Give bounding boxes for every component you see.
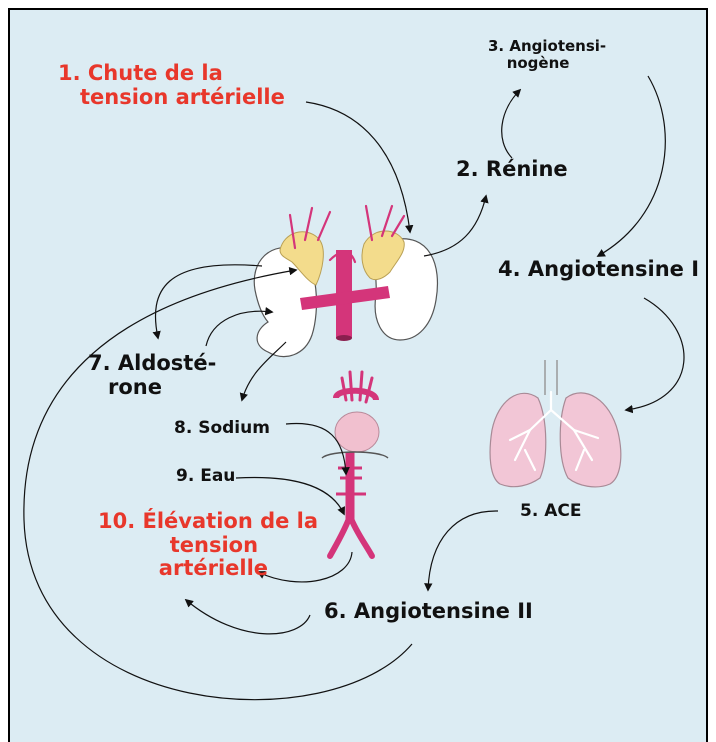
step10-line1: 10. Élévation de la	[98, 510, 318, 534]
lungs-illustration	[490, 360, 621, 487]
arrow-ace-to-angiotensin2	[428, 511, 498, 590]
step4-angiotensin1-label: 4. Angiotensine I	[498, 258, 699, 282]
step1-line2: tension artérielle	[58, 86, 285, 110]
step7-aldosterone-label: 7. Aldosté- rone	[88, 352, 216, 399]
step10-line3: artérielle	[98, 557, 318, 581]
arrow-kidney-to-renin	[424, 196, 486, 256]
step8-sodium-label: 8. Sodium	[174, 419, 270, 438]
aortic-arch-vessels	[342, 372, 372, 402]
step7-line1: 7. Aldosté-	[88, 352, 216, 376]
step3-line1: 3. Angiotensi-	[488, 38, 606, 55]
arrow-angiotensinogen-to-angiotensin1	[598, 76, 665, 256]
arrow-angiotensin2-to-elevation	[186, 600, 310, 634]
step1-drop-label: 1. Chute de la tension artérielle	[58, 62, 285, 109]
arrow-angiotensin1-to-lungs	[626, 298, 684, 410]
arrow-adrenal-to-aldosterone	[155, 265, 262, 338]
step7-line2: rone	[88, 376, 216, 400]
step10-line2: tension	[98, 534, 318, 558]
step10-elevation-label: 10. Élévation de la tension artérielle	[98, 510, 318, 581]
heart-aorta-illustration	[322, 372, 388, 556]
arrow-drop-to-kidney	[306, 102, 410, 232]
step6-angiotensin2-label: 6. Angiotensine II	[324, 600, 533, 624]
arrow-renin-to-angiotensinogen	[502, 90, 520, 158]
step9-water-label: 9. Eau	[176, 467, 235, 486]
step1-line1: 1. Chute de la	[58, 62, 285, 86]
right-lung	[560, 393, 621, 487]
step5-ace-label: 5. ACE	[520, 502, 581, 521]
left-lung	[490, 393, 546, 486]
step2-renin-label: 2. Rénine	[456, 158, 568, 182]
step3-label: 3. Angiotensi- nogène	[488, 38, 606, 72]
heart	[335, 412, 379, 452]
step3-line2: nogène	[488, 55, 606, 72]
